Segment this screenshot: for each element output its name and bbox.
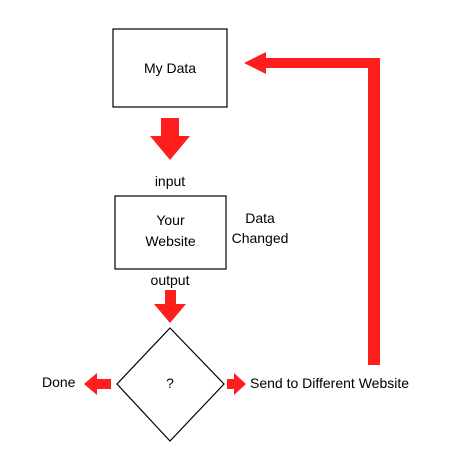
arrow-right-to-send [227, 373, 246, 395]
decision-label: ? [166, 375, 174, 391]
feedback-loop-arrow [244, 52, 380, 365]
my-data-box [112, 28, 228, 108]
done-label: Done [42, 374, 76, 390]
arrow-down-to-website [150, 118, 190, 160]
data-changed-label-line2: Changed [231, 230, 289, 246]
data-changed-label-line1: Data [245, 210, 275, 226]
your-website-box [114, 195, 227, 270]
your-website-label-line2: Website [145, 233, 196, 249]
send-label: Send to Different Website [250, 375, 410, 391]
input-label: input [154, 173, 186, 189]
decision-diamond [116, 327, 225, 442]
output-label: output [150, 272, 190, 288]
arrow-down-to-decision [154, 290, 186, 323]
arrow-left-to-done [84, 373, 111, 395]
my-data-label: My Data [143, 60, 197, 76]
your-website-label-line1: Your [156, 212, 185, 228]
